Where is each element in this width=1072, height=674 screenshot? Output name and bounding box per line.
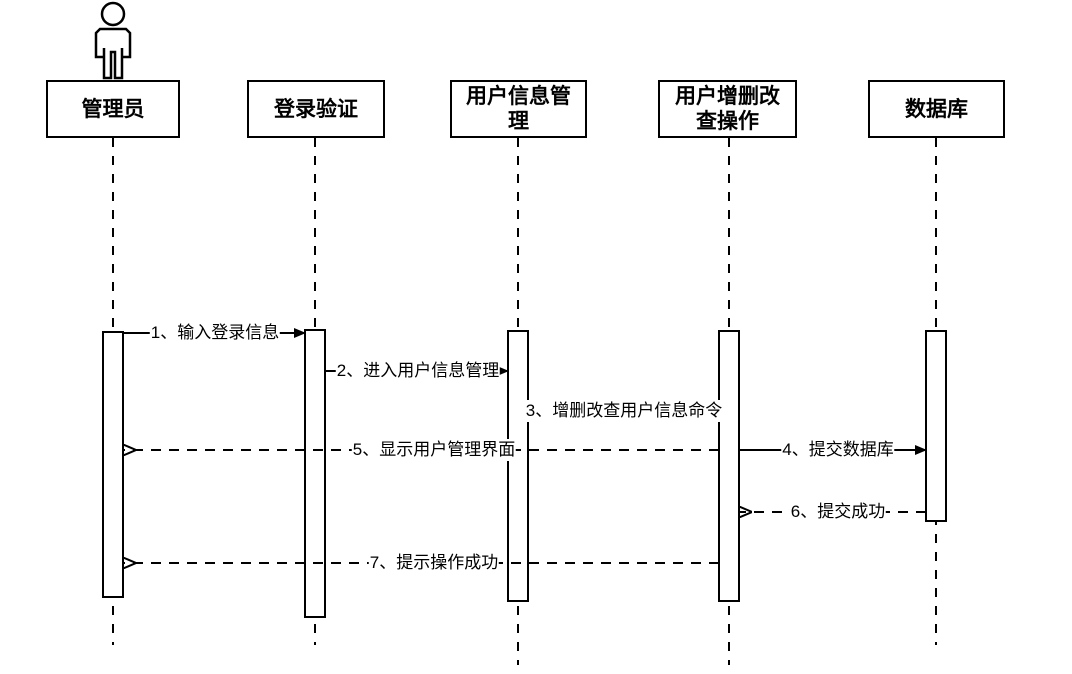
activation-administrator — [102, 331, 124, 598]
message-label-7: 7、提示操作成功 — [368, 552, 500, 574]
lifeline-header-login-verification[interactable]: 登录验证 — [247, 80, 385, 138]
lifeline-header-database[interactable]: 数据库 — [868, 80, 1005, 138]
message-label-4: 4、提交数据库 — [781, 439, 895, 461]
message-label-1: 1、输入登录信息 — [149, 322, 281, 344]
message-label-6: 6、提交成功 — [789, 501, 887, 523]
lifeline-header-user-crud-operations[interactable]: 用户增删改 查操作 — [658, 80, 797, 138]
message-label-5: 5、显示用户管理界面 — [351, 439, 517, 461]
lifeline-label-database: 数据库 — [905, 96, 968, 121]
message-label-2: 2、进入用户信息管理 — [335, 360, 501, 382]
lifeline-header-user-info-management[interactable]: 用户信息管 理 — [450, 80, 587, 138]
lifeline-header-administrator[interactable]: 管理员 — [46, 80, 180, 138]
lifeline-label-administrator: 管理员 — [81, 96, 145, 121]
lifeline-label-user-crud-operations: 用户增删改 查操作 — [675, 84, 780, 133]
lifeline-label-user-info-management: 用户信息管 理 — [466, 84, 571, 133]
message-label-3: 3、增删改查用户信息命令 — [524, 400, 724, 422]
actor-figure — [94, 1, 132, 80]
activation-user-crud-operations — [718, 330, 740, 602]
activation-bars — [102, 329, 947, 618]
lifeline-label-login-verification: 登录验证 — [274, 96, 358, 121]
activation-user-info-management — [507, 330, 529, 602]
activation-database — [925, 330, 947, 522]
activation-login-verification — [304, 329, 326, 618]
